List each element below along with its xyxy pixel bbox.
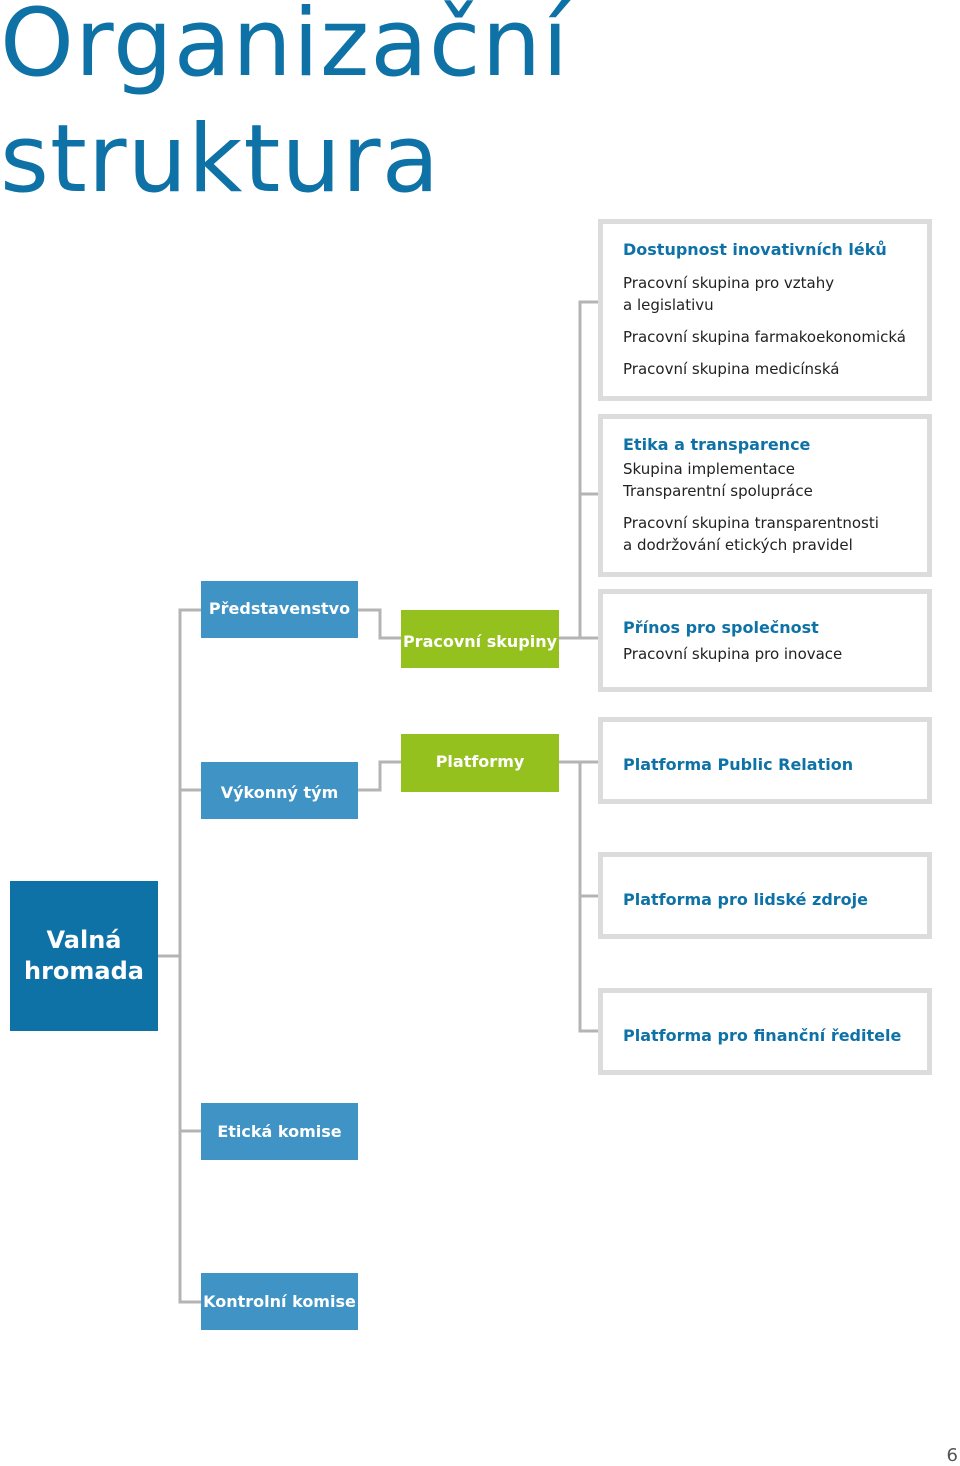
executive-team-box: Výkonný tým xyxy=(201,762,358,819)
panel-item: Pracovní skupina transparentnosti xyxy=(623,514,879,532)
audit-committee-label: Kontrolní komise xyxy=(203,1292,356,1311)
board-box: Představenstvo xyxy=(201,581,358,638)
platforms-label: Platformy xyxy=(435,752,525,771)
panel-heading: Platforma pro finanční ředitele xyxy=(623,1026,902,1045)
board-label: Představenstvo xyxy=(208,599,351,618)
panel-item: a legislativu xyxy=(623,296,714,314)
working-groups-label: Pracovní skupiny xyxy=(402,632,558,651)
panel-item: Skupina implementace xyxy=(623,460,796,478)
ethics-committee-label: Etická komise xyxy=(217,1122,342,1141)
panel-heading: Platforma pro lidské zdroje xyxy=(623,890,869,909)
page-title-line-2: struktura xyxy=(0,105,441,214)
panel-ethics-transparency: Etika a transparence Skupina implementac… xyxy=(598,414,932,577)
executive-team-label: Výkonný tým xyxy=(220,783,339,802)
audit-committee-box: Kontrolní komise xyxy=(201,1273,358,1330)
panel-item: Pracovní skupina medicínská xyxy=(623,360,840,378)
panel-item: a dodržování etických pravidel xyxy=(623,536,853,554)
panel-heading: Platforma Public Relation xyxy=(623,755,854,774)
panel-platform-pr: Platforma Public Relation xyxy=(598,717,932,804)
panel-item: Pracovní skupina farmakoekonomická xyxy=(623,328,906,346)
ethics-committee-box: Etická komise xyxy=(201,1103,358,1160)
general-assembly-line-1: Valná xyxy=(46,926,122,954)
page-title-line-1: Organizační xyxy=(0,0,570,98)
panel-access-innovative-medicines: Dostupnost inovativních léků Pracovní sk… xyxy=(598,219,932,401)
general-assembly-box: Valná hromada xyxy=(10,881,158,1031)
panel-platform-cfo: Platforma pro finanční ředitele xyxy=(598,988,932,1075)
page-number: 6 xyxy=(946,1445,958,1466)
panel-society-benefit: Přínos pro společnost Pracovní skupina p… xyxy=(598,589,932,692)
panel-heading: Přínos pro společnost xyxy=(623,618,819,637)
platforms-box: Platformy xyxy=(401,734,559,792)
panel-heading: Dostupnost inovativních léků xyxy=(623,240,887,259)
panel-item: Pracovní skupina pro inovace xyxy=(623,645,843,663)
panel-item: Transparentní spolupráce xyxy=(623,482,813,500)
panel-item: Pracovní skupina pro vztahy xyxy=(623,274,835,292)
general-assembly-line-2: hromada xyxy=(24,957,144,985)
page-title: Organizační struktura xyxy=(0,0,569,218)
panel-heading: Etika a transparence xyxy=(623,435,811,454)
panel-platform-hr: Platforma pro lidské zdroje xyxy=(598,852,932,939)
working-groups-box: Pracovní skupiny xyxy=(401,610,559,668)
